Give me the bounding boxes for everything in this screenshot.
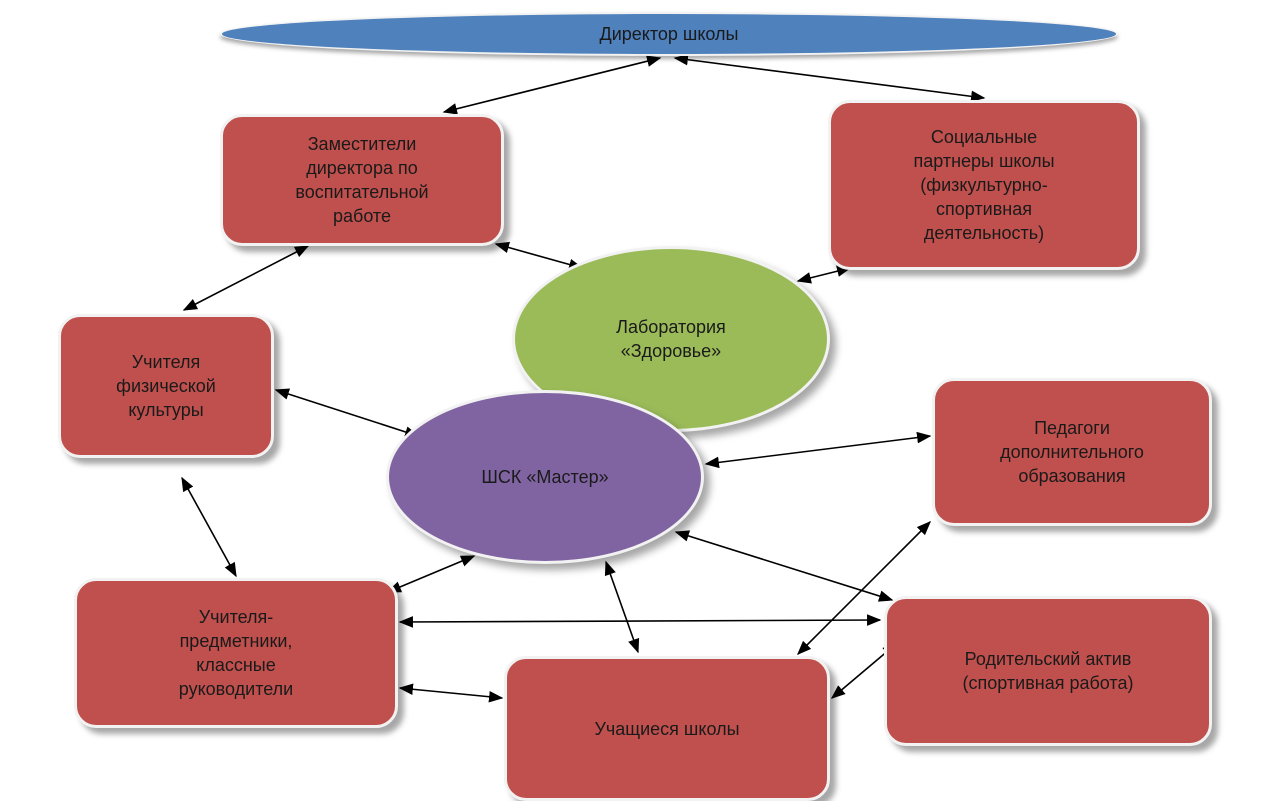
- students-label: Учащиеся школы: [594, 718, 740, 739]
- club-label: ШСК «Мастер»: [481, 467, 609, 487]
- extra-teachers-node: Педагоги дополнительного образования: [932, 378, 1212, 526]
- arrow-club-students: [604, 560, 640, 654]
- arrow-director-deputies: [442, 55, 662, 115]
- arrow-club-parents: [674, 530, 894, 602]
- arrow-subject_teachers-students: [398, 683, 504, 703]
- arrow-deputies-laboratory: [494, 241, 584, 271]
- students-node: Учащиеся школы: [504, 656, 830, 801]
- subject-teachers-node: Учителя- предметники, классные руководит…: [74, 578, 398, 728]
- arrow-pe_teachers-club: [274, 388, 420, 438]
- director-node: Директор школы: [220, 12, 1118, 56]
- arrow-deputies-pe_teachers: [182, 245, 310, 311]
- pe-teachers-label: Учителя физической культуры: [116, 352, 216, 420]
- deputies-node: Заместители директора по воспитательной …: [220, 114, 504, 246]
- arrow-pe_teachers-subject_teachers: [181, 476, 237, 578]
- deputies-label: Заместители директора по воспитательной …: [295, 134, 429, 226]
- laboratory-label: Лаборатория «Здоровье»: [616, 317, 726, 361]
- club-node: ШСК «Мастер»: [386, 390, 704, 564]
- parents-label: Родительский актив (спортивная работа): [962, 649, 1134, 693]
- arrow-subject_teachers-parents: [398, 614, 882, 628]
- arrow-extra_teachers-club: [704, 431, 932, 469]
- parents-node: Родительский актив (спортивная работа): [884, 596, 1212, 746]
- subject-teachers-label: Учителя- предметники, классные руководит…: [178, 607, 294, 699]
- arrow-students-extra_teachers: [796, 520, 932, 656]
- arrow-director-partners: [673, 53, 986, 103]
- pe-teachers-node: Учителя физической культуры: [58, 314, 274, 458]
- arrow-club-subject_teachers: [386, 555, 476, 593]
- partners-node: Социальные партнеры школы (физкультурно-…: [828, 100, 1140, 270]
- extra-teachers-label: Педагоги дополнительного образования: [1000, 418, 1144, 486]
- partners-label: Социальные партнеры школы (физкультурно-…: [913, 127, 1055, 243]
- arrow-partners-laboratory: [796, 265, 852, 284]
- director-label: Директор школы: [599, 24, 739, 44]
